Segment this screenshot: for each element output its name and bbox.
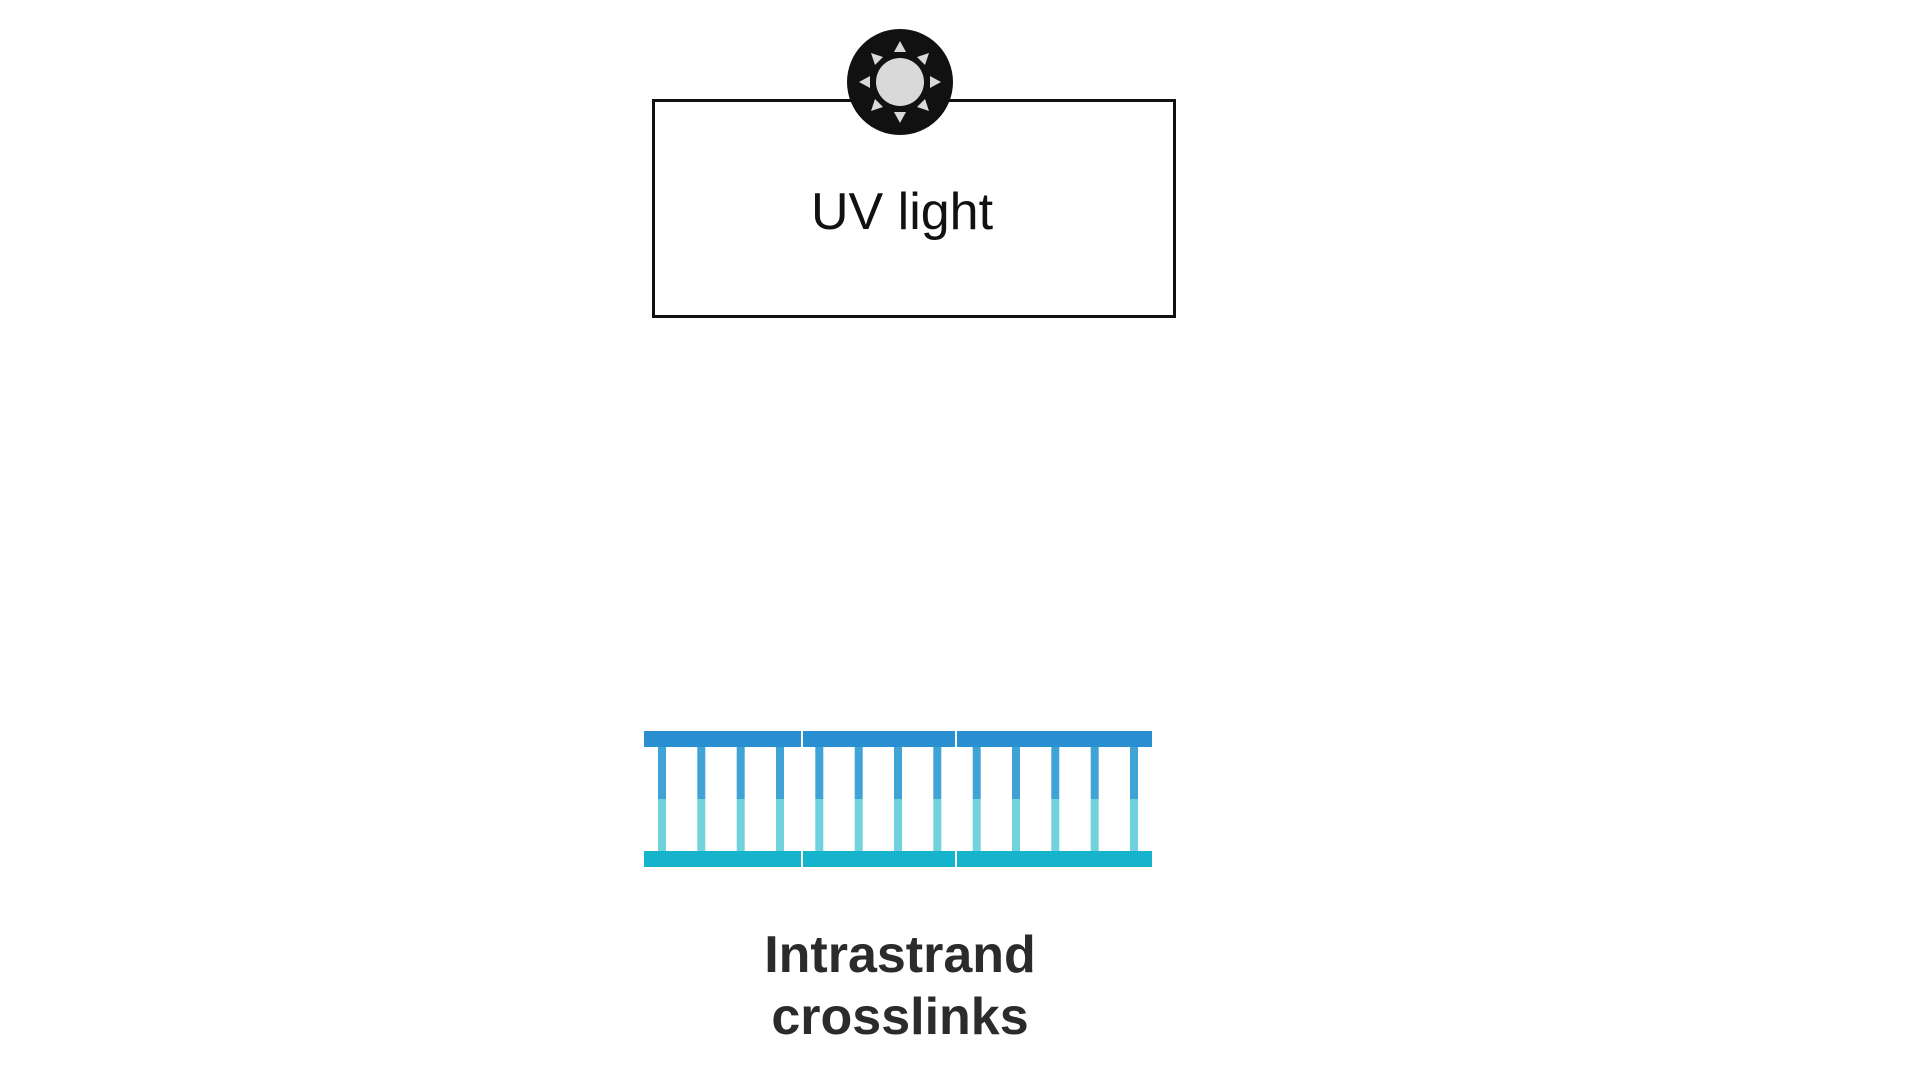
dna-base-pair [658, 745, 666, 853]
dna-base-pair [854, 745, 863, 853]
dna-base-pair [815, 745, 824, 853]
diagram-caption: Intrastrand crosslinks [650, 924, 1150, 1048]
uv-light-label: UV light [810, 183, 994, 241]
dna-base-pair [776, 745, 784, 853]
dna-base-pair [1090, 745, 1099, 853]
dna-base-pair [697, 745, 706, 853]
dna-base-pair [933, 745, 942, 853]
dna-double-strand-icon [644, 731, 1152, 867]
caption-line-1: Intrastrand [764, 926, 1036, 984]
dna-base-pair [972, 745, 981, 853]
dna-base-pair [1130, 745, 1138, 853]
dna-top-strand [644, 731, 1152, 747]
dna-base-pair [736, 745, 745, 853]
sun-icon [846, 28, 954, 136]
dna-base-pair [1051, 745, 1060, 853]
dna-base-pair [1012, 745, 1020, 853]
dna-base-pair [894, 745, 902, 853]
caption-line-2: crosslinks [771, 988, 1029, 1046]
dna-bottom-strand [644, 851, 1152, 867]
